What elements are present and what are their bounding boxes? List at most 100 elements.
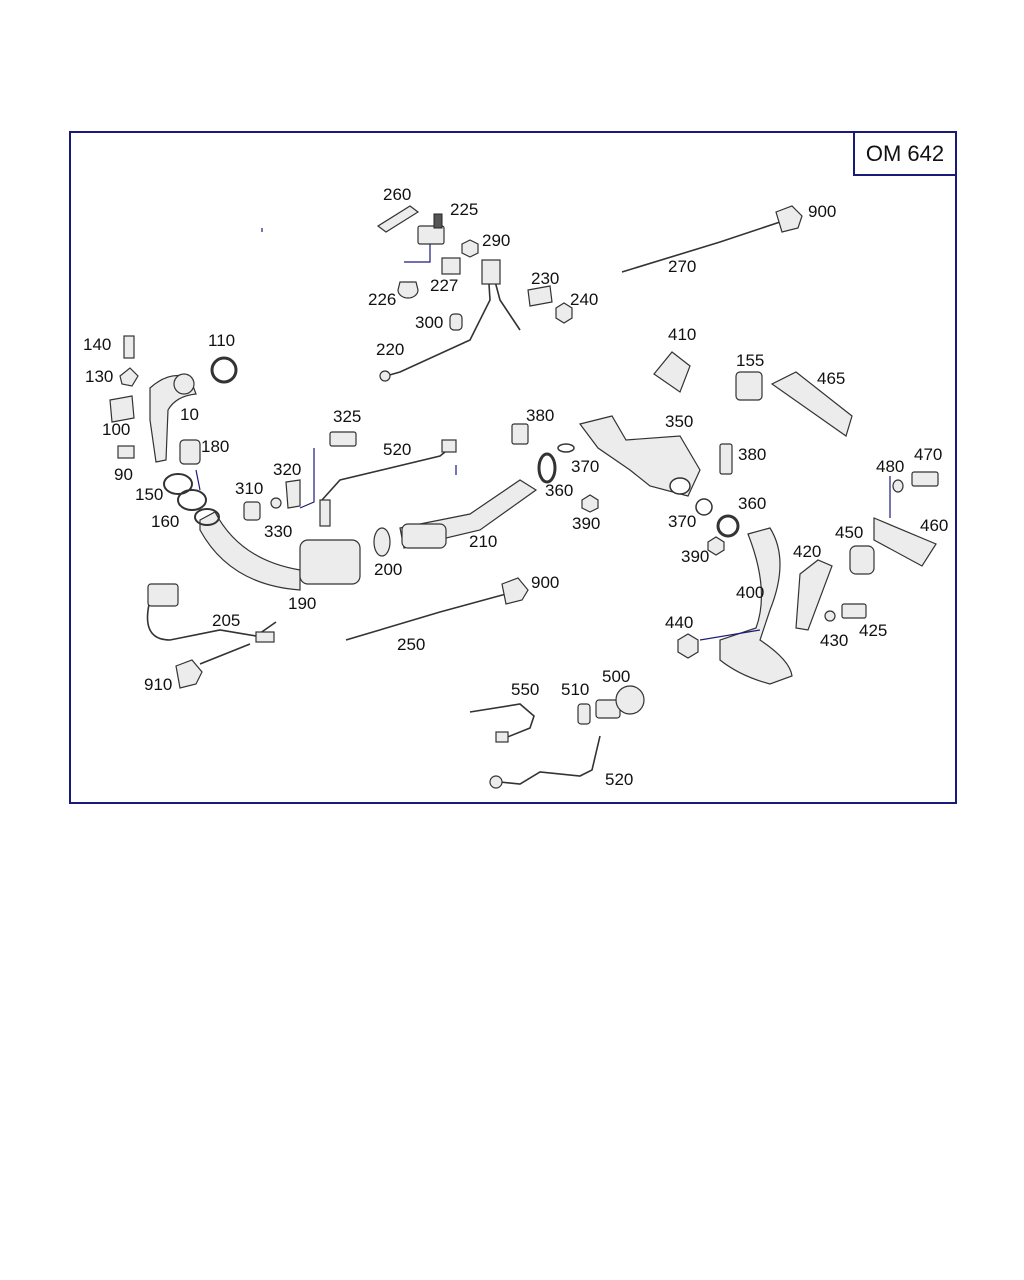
diagram-frame bbox=[69, 131, 957, 804]
label-500: 500 bbox=[602, 667, 630, 686]
label-330: 330 bbox=[264, 522, 292, 541]
part-140-bolt bbox=[123, 335, 135, 359]
part-425-bolt bbox=[841, 603, 867, 619]
label-226: 226 bbox=[368, 290, 396, 309]
part-350-catalyst bbox=[578, 415, 701, 497]
leader-line-226 bbox=[404, 244, 431, 263]
part-910-link bbox=[199, 643, 251, 665]
label-210: 210 bbox=[469, 532, 497, 551]
part-90-bolt bbox=[117, 445, 135, 459]
part-480-washer bbox=[892, 479, 904, 493]
part-520-connector-lower bbox=[489, 775, 503, 789]
part-225-sensor bbox=[417, 225, 445, 245]
label-350: 350 bbox=[665, 412, 693, 431]
part-520-connector-upper bbox=[441, 439, 457, 453]
label-225: 225 bbox=[450, 200, 478, 219]
part-10-pipe bbox=[149, 375, 197, 463]
part-910-clip bbox=[175, 659, 203, 689]
part-410-shield bbox=[653, 351, 691, 393]
part-360-clamp-left bbox=[537, 452, 557, 484]
label-260: 260 bbox=[383, 185, 411, 204]
label-370-right: 370 bbox=[668, 512, 696, 531]
part-325-bolt bbox=[329, 431, 357, 447]
part-205-connector bbox=[147, 583, 179, 607]
label-227: 227 bbox=[430, 276, 458, 295]
part-190-pipe bbox=[199, 511, 301, 591]
part-420-bracket bbox=[795, 559, 833, 631]
label-140: 140 bbox=[83, 335, 111, 354]
label-230: 230 bbox=[531, 269, 559, 288]
label-155: 155 bbox=[736, 351, 764, 370]
part-210-muffler bbox=[401, 523, 447, 549]
part-220-connector bbox=[481, 259, 501, 285]
part-226-clip bbox=[397, 281, 419, 299]
label-900-upper: 900 bbox=[808, 202, 836, 221]
label-520-upper: 520 bbox=[383, 440, 411, 459]
part-350-outlet bbox=[669, 477, 691, 495]
label-430: 430 bbox=[820, 631, 848, 650]
label-425: 425 bbox=[859, 621, 887, 640]
part-250-cable bbox=[345, 593, 507, 641]
part-500-actuator bbox=[615, 685, 645, 715]
label-380-right: 380 bbox=[738, 445, 766, 464]
label-190: 190 bbox=[288, 594, 316, 613]
label-100: 100 bbox=[102, 420, 130, 439]
label-390-right: 390 bbox=[681, 547, 709, 566]
part-550-fitting bbox=[495, 731, 509, 743]
label-520-lower: 520 bbox=[605, 770, 633, 789]
part-510-fitting bbox=[577, 703, 591, 725]
part-220-fitting bbox=[379, 370, 391, 382]
label-550: 550 bbox=[511, 680, 539, 699]
label-360-right: 360 bbox=[738, 494, 766, 513]
label-390-left: 390 bbox=[572, 514, 600, 533]
label-160: 160 bbox=[151, 512, 179, 531]
part-470-bolt bbox=[911, 471, 939, 487]
label-250: 250 bbox=[397, 635, 425, 654]
label-480: 480 bbox=[876, 457, 904, 476]
part-330-washer bbox=[270, 497, 282, 509]
part-390-nut-left bbox=[581, 494, 599, 513]
part-370-ring-right bbox=[695, 498, 713, 516]
label-320: 320 bbox=[273, 460, 301, 479]
label-900-lower: 900 bbox=[531, 573, 559, 592]
label-370-left: 370 bbox=[571, 457, 599, 476]
part-550-line bbox=[469, 703, 535, 741]
part-155-mount bbox=[735, 371, 763, 401]
part-130-holder bbox=[119, 367, 139, 387]
label-150: 150 bbox=[135, 485, 163, 504]
part-370-ring-left bbox=[557, 443, 575, 453]
label-110: 110 bbox=[208, 331, 235, 350]
part-300-grommet bbox=[449, 313, 463, 331]
label-130: 130 bbox=[85, 367, 113, 386]
part-190-ring bbox=[194, 508, 220, 526]
part-465-bracket bbox=[770, 371, 853, 437]
label-220: 220 bbox=[376, 340, 404, 359]
part-520-cable-lower bbox=[499, 735, 601, 785]
label-270: 270 bbox=[668, 257, 696, 276]
label-450: 450 bbox=[835, 523, 863, 542]
part-460-bracket bbox=[873, 517, 937, 567]
part-430-washer bbox=[824, 610, 836, 622]
label-200: 200 bbox=[374, 560, 402, 579]
label-400: 400 bbox=[736, 583, 764, 602]
part-205-probe bbox=[255, 631, 275, 643]
label-420: 420 bbox=[793, 542, 821, 561]
part-320-bracket bbox=[285, 479, 301, 509]
label-10: 10 bbox=[180, 405, 199, 424]
label-460: 460 bbox=[920, 516, 948, 535]
label-510: 510 bbox=[561, 680, 589, 699]
part-150-ring bbox=[163, 473, 193, 495]
part-200-clamp bbox=[373, 527, 391, 557]
part-270-cable bbox=[621, 221, 781, 273]
part-227-sensor bbox=[441, 257, 461, 275]
label-440: 440 bbox=[665, 613, 693, 632]
leader-line-440 bbox=[699, 629, 761, 641]
part-290-nut bbox=[461, 239, 479, 258]
part-205-harness bbox=[146, 599, 277, 641]
part-240-nut bbox=[555, 302, 573, 324]
part-440-nut bbox=[677, 633, 699, 659]
part-10-flange bbox=[173, 373, 195, 395]
part-390-nut-right bbox=[707, 536, 725, 556]
part-190-converter bbox=[299, 539, 361, 585]
part-230-bracket bbox=[527, 285, 553, 307]
